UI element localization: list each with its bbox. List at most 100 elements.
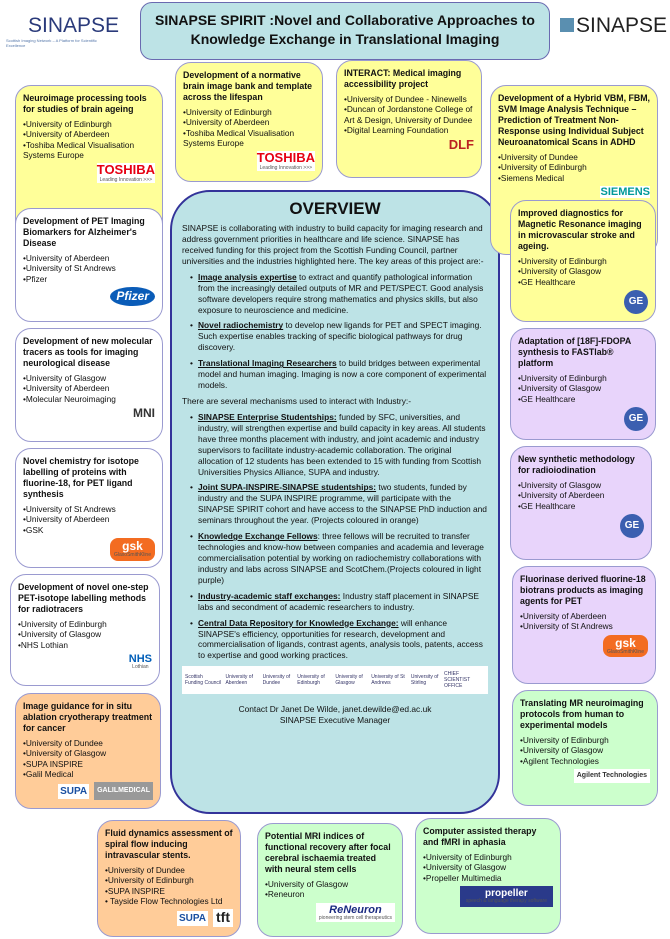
company-logo-tagline: Leading Innovation >>> (259, 164, 313, 171)
company-logo: SIEMENS (600, 186, 650, 199)
mechanisms-list: SINAPSE Enterprise Studentships: funded … (190, 412, 488, 661)
company-logo: Agilent Technologies (573, 769, 650, 783)
project-partners: •University of Edinburgh•University of G… (518, 373, 648, 404)
project-box: Fluorinase derived fluorine-18 biotrans … (512, 566, 656, 684)
partner-logo: University of Glasgow (335, 674, 363, 687)
project-partner: •University of Glasgow (265, 878, 349, 889)
partner-logo: University of St Andrews (371, 674, 405, 687)
project-partners: •University of Edinburgh•University of G… (423, 852, 553, 883)
company-logo: Pfizer (110, 287, 155, 307)
mechanism-item: Industry-academic staff exchanges: Indus… (190, 591, 488, 613)
project-partners: •University of St Andrews•University of … (23, 504, 155, 535)
company-logo-tagline: GlaxoSmithKline (114, 552, 151, 559)
project-box: INTERACT: Medical imaging accessibility … (336, 60, 482, 178)
project-partner: •University of St Andrews (23, 263, 116, 274)
company-logo: tft (213, 909, 233, 927)
company-logo: MNI (133, 406, 155, 421)
project-box: Development of PET Imaging Biomarkers fo… (15, 208, 163, 322)
project-box: Development of new molecular tracers as … (15, 328, 163, 442)
company-logo: GE (624, 407, 648, 432)
project-box: Fluid dynamics assessment of spiral flow… (97, 820, 241, 937)
logo-row: GE (518, 290, 648, 315)
contact-line: Contact Dr Janet De Wilde, janet.dewilde… (238, 704, 432, 715)
project-partners: •University of Glasgow•University of Abe… (23, 373, 155, 404)
company-logo: GE (620, 514, 644, 539)
project-partner: •Duncan of Jordanstone College of Art & … (344, 104, 473, 125)
project-partner: •University of Edinburgh (518, 372, 607, 383)
mechanism-item: Knowledge Exchange Fellows: three fellow… (190, 531, 488, 586)
project-partners: •University of Dundee - Ninewells•Duncan… (344, 94, 474, 135)
mechanisms-intro: There are several mechanisms used to int… (182, 396, 412, 406)
contact: Contact Dr Janet De Wilde, janet.dewilde… (182, 704, 488, 726)
partner-logo: CHIEF SCIENTIST OFFICE (444, 671, 471, 690)
project-partners: •University of Dundee•University of Edin… (498, 152, 650, 183)
project-partner: •University of Aberdeen (23, 383, 110, 394)
project-partner: •Reneuron (265, 889, 305, 900)
project-title: Fluid dynamics assessment of spiral flow… (105, 828, 233, 860)
project-partner: •University of Glasgow (423, 862, 507, 873)
project-partner: •University of Glasgow (23, 748, 107, 759)
project-partner: •University of Dundee (23, 737, 103, 748)
project-title: Development of a Hybrid VBM, FBM, SVM Im… (498, 93, 651, 147)
project-box: Novel chemistry for isotope labelling of… (15, 448, 163, 568)
company-logo-tagline: Leading Innovation >>> (99, 176, 153, 183)
project-box: Development of novel one-step PET-isotop… (10, 574, 160, 686)
project-partner: •Agilent Technologies (520, 755, 599, 766)
company-logo: SUPA (58, 783, 90, 799)
logo-row: SIEMENS (498, 186, 650, 199)
project-partner: •University of Aberdeen (518, 490, 605, 501)
poster-title: SINAPSE SPIRIT :Novel and Collaborative … (140, 2, 550, 60)
project-partner: •University of Glasgow (18, 629, 102, 640)
logo-row: Agilent Technologies (520, 769, 650, 783)
project-title: Fluorinase derived fluorine-18 biotrans … (520, 574, 646, 606)
project-partner: •University of Aberdeen (23, 129, 110, 140)
project-partner: •University of Aberdeen (183, 117, 270, 128)
project-partner: •GSK (23, 524, 44, 535)
overview-intro: SINAPSE is collaborating with industry t… (182, 223, 484, 266)
project-partner: •SUPA INSPIRE (23, 758, 83, 769)
project-partner: •University of Edinburgh (23, 118, 112, 129)
key-areas-list: Image analysis expertise to extract and … (190, 272, 488, 391)
project-title: Improved diagnostics for Magnetic Resona… (518, 208, 642, 251)
project-partner: •GE Healthcare (518, 393, 576, 404)
project-partners: •University of Dundee•University of Edin… (105, 865, 233, 906)
project-title: Novel chemistry for isotope labelling of… (23, 456, 139, 499)
project-partner: •University of Glasgow (518, 266, 602, 277)
project-partner: •Propeller Multimedia (423, 872, 502, 883)
logo-row: Pfizer (23, 287, 155, 307)
project-title: Computer assisted therapy and fMRI in ap… (423, 826, 537, 847)
contact-role: SINAPSE Executive Manager (279, 715, 391, 726)
project-partner: •Molecular Neuroimaging (23, 393, 116, 404)
project-partner: •University of Edinburgh (520, 734, 609, 745)
project-partner: •University of Edinburgh (183, 106, 272, 117)
project-title: Development of PET Imaging Biomarkers fo… (23, 216, 145, 248)
project-partners: •University of Edinburgh•University of G… (520, 735, 650, 766)
logo-row: MNI (23, 406, 155, 421)
partner-logo: University of Dundee (262, 674, 291, 687)
logo-sinapse-right: SINAPSE (560, 14, 667, 38)
company-logo-tagline: pioneering stem cell therapeutics (318, 914, 392, 921)
mechanism-item: SINAPSE Enterprise Studentships: funded … (190, 412, 488, 478)
project-partner: •Pfizer (23, 273, 48, 284)
project-partner: •University of Aberdeen (520, 610, 607, 621)
company-logo-tagline: GlaxoSmithKline (607, 648, 644, 655)
project-partner: •University of Edinburgh (18, 618, 107, 629)
project-box: Potential MRI indices of functional reco… (257, 823, 403, 937)
company-logo: GALILMEDICAL (94, 782, 153, 801)
project-partners: •University of Glasgow•University of Abe… (518, 480, 644, 511)
logo-row: GE (518, 407, 648, 432)
project-title: Neuroimage processing tools for studies … (23, 93, 147, 114)
project-partner: •University of Edinburgh (105, 875, 194, 886)
project-box: Translating MR neuroimaging protocols fr… (512, 690, 658, 806)
